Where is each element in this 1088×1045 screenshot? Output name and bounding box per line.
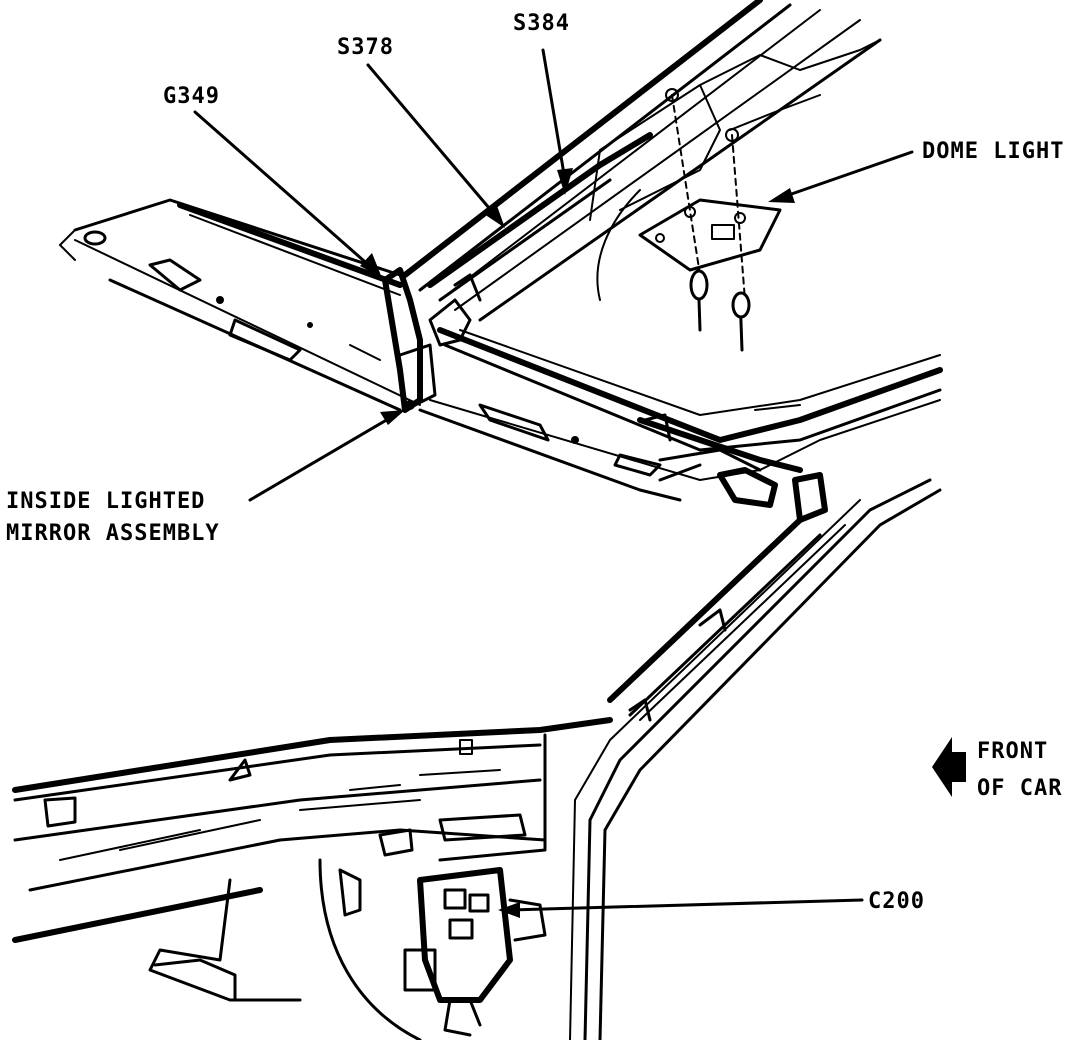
label-dome-light: DOME LIGHT <box>922 139 1064 164</box>
a-pillar <box>569 478 942 1042</box>
label-mirror-assembly: MIRROR ASSEMBLY <box>6 521 220 546</box>
instrument-panel <box>12 717 613 1042</box>
dome-light-assembly <box>638 88 782 352</box>
harness-connectors <box>637 413 828 523</box>
front-header <box>59 198 421 412</box>
roof-side-rail <box>402 0 882 322</box>
label-of-car: OF CAR <box>977 776 1062 801</box>
c200-connector-block <box>403 867 547 1037</box>
wire-harness-upper <box>427 132 653 302</box>
leader-arrows <box>193 48 914 918</box>
label-c200: C200 <box>868 889 925 914</box>
mirror-mount <box>382 267 482 413</box>
front-arrow-icon <box>932 737 966 797</box>
label-s384: S384 <box>513 11 570 36</box>
label-g349: G349 <box>163 84 220 109</box>
rear-cross-beam <box>418 327 943 502</box>
label-inside-lighted: INSIDE LIGHTED <box>6 489 205 514</box>
label-front: FRONT <box>977 739 1048 764</box>
label-s378: S378 <box>337 35 394 60</box>
